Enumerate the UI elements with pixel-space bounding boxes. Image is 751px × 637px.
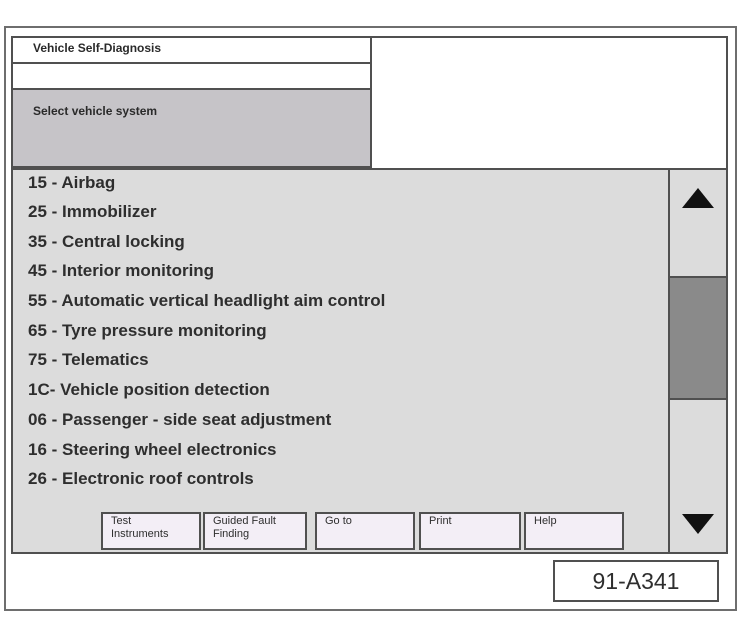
window-title: Vehicle Self-Diagnosis bbox=[13, 38, 372, 64]
list-item[interactable]: 35 - Central locking bbox=[28, 232, 185, 251]
triangle-up-icon bbox=[682, 188, 714, 208]
print-label: Print bbox=[429, 515, 452, 527]
list-item[interactable]: 65 - Tyre pressure monitoring bbox=[28, 321, 267, 340]
scroll-down-button[interactable] bbox=[670, 510, 726, 554]
print-button[interactable]: Print bbox=[419, 512, 521, 550]
test-instruments-label-2: Instruments bbox=[111, 528, 169, 540]
list-item[interactable]: 06 - Passenger - side seat adjustment bbox=[28, 410, 332, 429]
list-item[interactable]: 55 - Automatic vertical headlight aim co… bbox=[28, 291, 386, 310]
go-to-button[interactable]: Go to bbox=[315, 512, 415, 550]
list-item[interactable]: 1C- Vehicle position detection bbox=[28, 380, 270, 399]
vehicle-system-list: 15 - Airbag 25 - Immobilizer 35 - Centra… bbox=[13, 168, 670, 552]
list-item[interactable]: 26 - Electronic roof controls bbox=[28, 469, 254, 488]
list-item[interactable]: 25 - Immobilizer bbox=[28, 202, 157, 221]
figure-reference: 91-A341 bbox=[553, 560, 719, 602]
list-item[interactable]: 75 - Telematics bbox=[28, 350, 149, 369]
scrollbar[interactable] bbox=[670, 168, 726, 552]
list-item[interactable]: 45 - Interior monitoring bbox=[28, 261, 215, 280]
triangle-down-icon bbox=[682, 514, 714, 534]
test-instruments-label-1: Test bbox=[111, 515, 132, 527]
help-button[interactable]: Help bbox=[524, 512, 624, 550]
list-item[interactable]: 15 - Airbag bbox=[28, 173, 116, 192]
header-label: Select vehicle system bbox=[33, 104, 158, 118]
go-to-label: Go to bbox=[325, 515, 352, 527]
guided-fault-finding-button[interactable]: Guided Fault Finding bbox=[203, 512, 307, 550]
help-label: Help bbox=[534, 515, 557, 527]
guided-fault-label-2: Finding bbox=[213, 528, 250, 540]
scroll-up-button[interactable] bbox=[670, 170, 726, 276]
scroll-thumb[interactable] bbox=[670, 276, 726, 400]
test-instruments-button[interactable]: Test Instruments bbox=[101, 512, 201, 550]
list-item[interactable]: 16 - Steering wheel electronics bbox=[28, 440, 277, 459]
diagnosis-window: Vehicle Self-Diagnosis Select vehicle sy… bbox=[11, 36, 728, 554]
header-panel: Select vehicle system bbox=[13, 90, 372, 168]
blank-field bbox=[13, 64, 372, 90]
guided-fault-label-1: Guided Fault bbox=[213, 515, 276, 527]
